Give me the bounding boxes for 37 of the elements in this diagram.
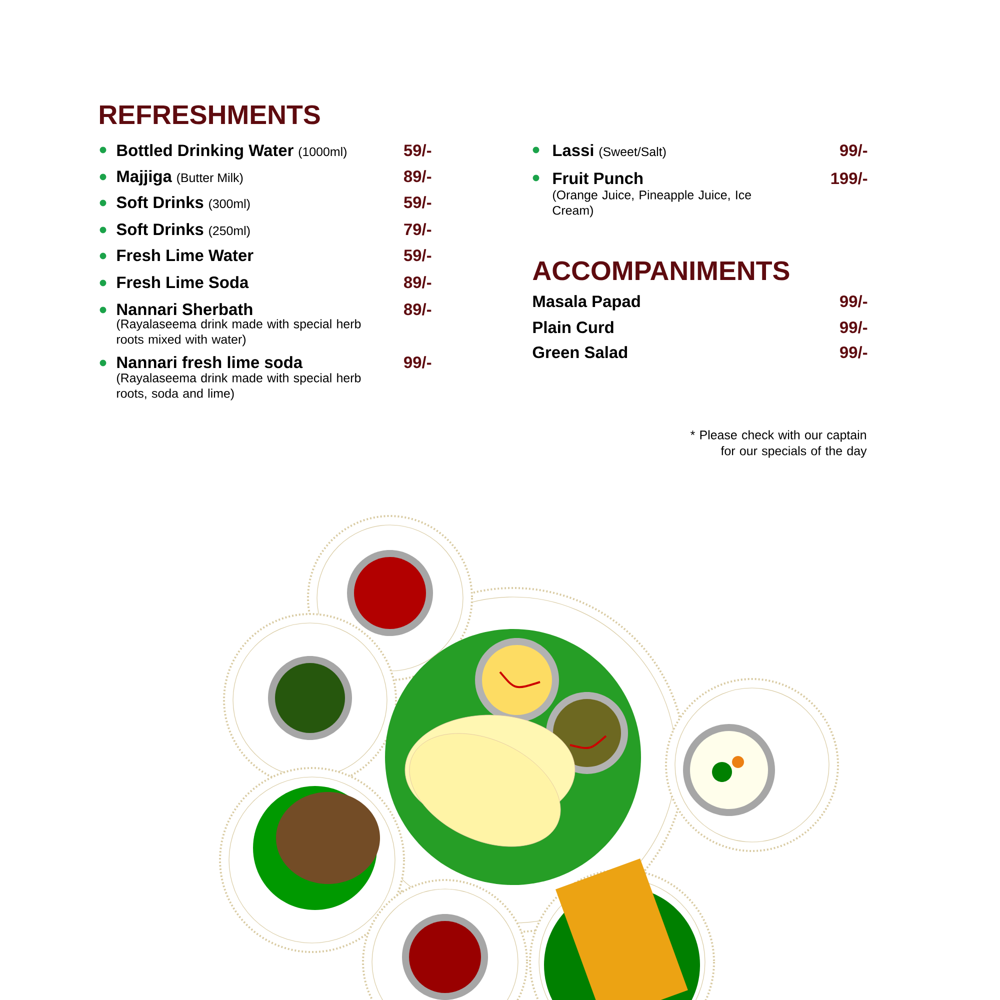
price: 99/- bbox=[840, 321, 868, 334]
price: 199/- bbox=[831, 172, 868, 184]
item-name: Fresh Lime Water bbox=[117, 249, 254, 262]
item-name: Plain Curd bbox=[533, 321, 614, 334]
item-description: (Rayalaseema drink made with special herb roots mixed with water) bbox=[116, 319, 361, 346]
item-size: (Butter Milk) bbox=[177, 172, 243, 185]
price: 89/- bbox=[404, 303, 432, 316]
price: 79/- bbox=[404, 223, 432, 236]
section-heading: ACCOMPANIMENTS bbox=[532, 261, 790, 280]
item-name: Fruit Punch bbox=[553, 172, 642, 184]
item-size: (Sweet/Salt) bbox=[599, 146, 666, 159]
price: 59/- bbox=[404, 144, 432, 156]
item-name: Masala Papad bbox=[533, 295, 640, 310]
item-name: Soft Drinks bbox=[116, 223, 204, 236]
price: 59/- bbox=[404, 249, 432, 262]
item-name: Fresh Lime Soda bbox=[117, 276, 249, 288]
item-size: (300ml) bbox=[209, 198, 250, 211]
price: 99/- bbox=[840, 346, 868, 358]
price: 59/- bbox=[404, 196, 432, 208]
item-name: Nannari fresh lime soda bbox=[117, 356, 303, 368]
item-name: Majjiga bbox=[117, 170, 172, 186]
price: 99/- bbox=[840, 144, 868, 156]
price: 89/- bbox=[404, 276, 432, 288]
price: 99/- bbox=[404, 356, 432, 368]
item-name: Soft Drinks bbox=[116, 196, 204, 208]
item-size: (250ml) bbox=[209, 226, 250, 238]
item-name: Bottled Drinking Water bbox=[117, 144, 294, 160]
item-description: (Orange Juice, Pineapple Juice, Ice Cream) bbox=[552, 190, 751, 218]
item-name: Lassi bbox=[553, 144, 594, 156]
section-heading: REFRESHMENTS bbox=[100, 105, 320, 124]
item-description: (Rayalaseema drink made with special herb roots, soda and lime) bbox=[116, 373, 361, 400]
price: 89/- bbox=[404, 170, 432, 182]
item-name: Nannari Sherbath bbox=[117, 303, 252, 316]
item-size: (1000ml) bbox=[298, 146, 346, 159]
item-name: Green Salad bbox=[532, 346, 628, 358]
footnote: * Please check with our captain for our specials of the day bbox=[690, 430, 867, 458]
price: 99/- bbox=[840, 295, 868, 308]
